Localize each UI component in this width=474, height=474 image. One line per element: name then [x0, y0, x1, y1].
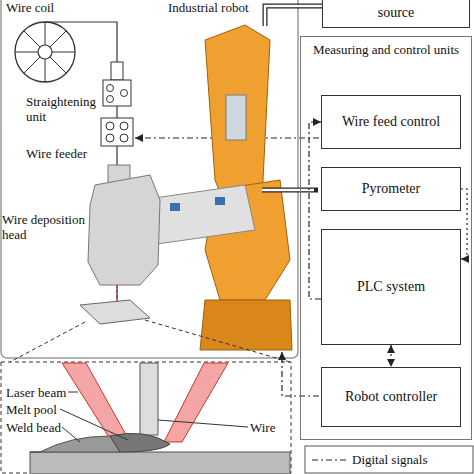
roller: [107, 96, 114, 103]
source-link-inner: [265, 6, 322, 26]
robot-base: [200, 300, 292, 350]
control-box: Wire feed control: [321, 95, 461, 149]
control-box: Robot controller: [321, 367, 461, 427]
box-label: Wire feed control: [342, 114, 440, 130]
pyrometer-optic: [226, 95, 246, 140]
part-label: Industrial robot: [168, 0, 249, 15]
wire-coil: [15, 22, 75, 82]
feed-roller: [106, 122, 114, 130]
laser-beam: [62, 363, 130, 442]
group-box: Measuring and control unitsWire feed con…: [300, 36, 472, 440]
part-label: Laser beam: [6, 385, 66, 400]
robot-upper-arm: [205, 25, 270, 205]
leader-line: [60, 392, 248, 442]
roller: [121, 90, 128, 97]
robot-accent: [170, 203, 180, 211]
straightening-unit: [103, 80, 131, 106]
box-label: source: [378, 5, 415, 21]
pyrometer-link: [262, 188, 318, 193]
feed-roller: [120, 134, 128, 142]
deposition-head: [88, 175, 160, 285]
legend-frame: [305, 446, 473, 473]
coil-hub: [38, 45, 52, 59]
laser-beam: [164, 363, 228, 442]
workpiece-plate: [80, 300, 150, 324]
roller: [107, 85, 114, 92]
part-label: Wire coil: [6, 0, 54, 15]
straightener-top: [111, 62, 123, 80]
legend-line-sample: [312, 459, 346, 460]
part-label: Weld bead: [6, 420, 61, 435]
system-frame: [1, 0, 298, 358]
source-box: source: [322, 0, 470, 28]
source-link: [265, 6, 322, 26]
detail-guide: [10, 320, 290, 362]
box-label: Pyrometer: [362, 181, 420, 197]
wire-feeder: [101, 118, 133, 146]
feed-roller: [120, 122, 128, 130]
detail-frame: [1, 362, 291, 473]
feed-roller: [106, 134, 114, 142]
box-label: Robot controller: [345, 389, 437, 405]
robot-accent: [215, 197, 225, 205]
box-label: PLC system: [357, 279, 425, 295]
control-box: Pyrometer: [321, 167, 461, 211]
pyrometer-link-inner: [262, 189, 314, 192]
signal-connector: [309, 122, 321, 299]
signal-connector: [461, 189, 467, 259]
part-label: Straightening unit: [26, 94, 104, 124]
group-heading: Measuring and control units: [301, 42, 471, 58]
part-label: Melt pool: [6, 402, 57, 417]
part-label: Wire deposition head: [2, 212, 92, 242]
substrate: [30, 452, 290, 474]
signal-connector: [390, 345, 391, 367]
coil-spokes: [15, 22, 75, 82]
control-box: PLC system: [321, 229, 461, 345]
wire-rod: [140, 363, 158, 435]
legend-text: Digital signals: [352, 452, 427, 467]
part-label: Wire feeder: [26, 146, 87, 161]
part-label: Wire: [250, 420, 275, 435]
